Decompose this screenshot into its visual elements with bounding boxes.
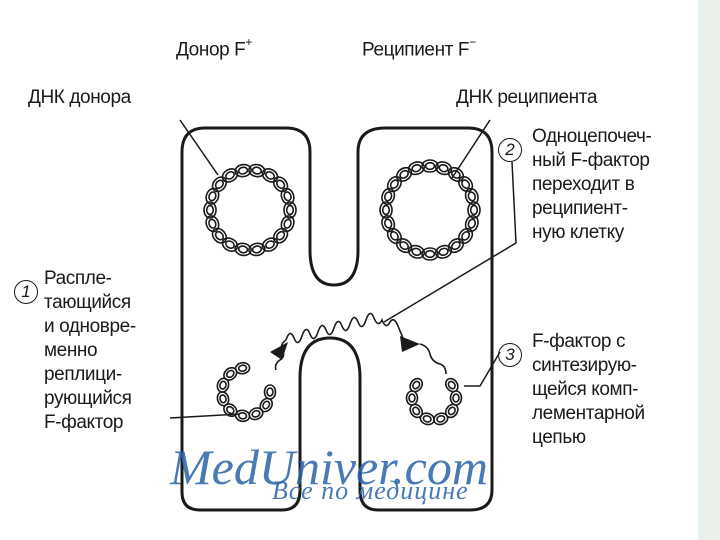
dna-bead-inner	[411, 247, 421, 256]
recipient-dna-ring	[380, 160, 480, 260]
dna-bead-inner	[383, 206, 390, 215]
dna-bead	[407, 391, 418, 405]
f-factor-strand	[286, 313, 404, 342]
dna-bead	[221, 401, 239, 418]
dna-bead-inner	[438, 164, 448, 173]
dna-bead-inner	[423, 415, 432, 423]
watermark-sub: Все по медицине	[272, 478, 469, 504]
dna-bead-inner	[252, 245, 262, 253]
dna-bead-inner	[287, 206, 294, 215]
step-3-number: 3	[498, 343, 522, 367]
dna-bead-inner	[208, 218, 217, 229]
dna-bead-inner	[238, 365, 247, 372]
dna-bead-inner	[238, 167, 248, 175]
dna-bead	[451, 391, 462, 405]
dna-bead-inner	[219, 381, 227, 390]
recipient-label: Реципиент F−	[362, 38, 476, 59]
dna-bead-inner	[283, 191, 292, 202]
arrowhead-recipient	[400, 336, 420, 352]
donor-label: Донор F+	[176, 38, 252, 59]
dna-bead	[265, 385, 276, 399]
dna-bead-inner	[283, 218, 292, 229]
dna-bead-inner	[438, 247, 448, 256]
dna-bead	[235, 362, 250, 375]
dna-bead-inner	[251, 409, 261, 418]
dna-bead-inner	[252, 167, 262, 175]
dna-bead-inner	[467, 191, 476, 201]
dna-bead	[221, 365, 239, 382]
recipient-strand-tail	[420, 344, 446, 374]
dna-bead	[247, 406, 264, 422]
dna-bead-inner	[471, 206, 478, 215]
dna-bead-inner	[453, 394, 459, 402]
dna-bead-inner	[219, 394, 227, 403]
dna-bead-inner	[426, 251, 435, 258]
dna-bead-inner	[262, 400, 271, 410]
dna-bead-inner	[238, 245, 248, 253]
donor-dna-ring	[204, 163, 296, 256]
donor-dna-label: ДНК донора	[28, 88, 131, 107]
leader-step-3	[464, 352, 500, 386]
dna-bead-inner	[208, 191, 217, 202]
dna-bead-inner	[436, 415, 445, 423]
dna-bead-inner	[411, 164, 421, 173]
step-2-number: 2	[498, 138, 522, 162]
step-1-number: 1	[14, 280, 38, 304]
recipient-dna-label: ДНК реципиента	[456, 88, 597, 107]
dna-bead-inner	[467, 218, 476, 228]
dna-bead-inner	[426, 163, 435, 170]
dna-bead-inner	[384, 191, 393, 201]
arrowhead-donor	[270, 342, 288, 360]
dna-bead-inner	[384, 218, 393, 228]
recipient-f-factor-ring	[407, 376, 462, 426]
donor-f-factor-ring	[216, 362, 276, 422]
dna-bead-inner	[267, 388, 273, 396]
dna-bead-inner	[409, 394, 415, 402]
dna-bead-inner	[207, 206, 214, 215]
